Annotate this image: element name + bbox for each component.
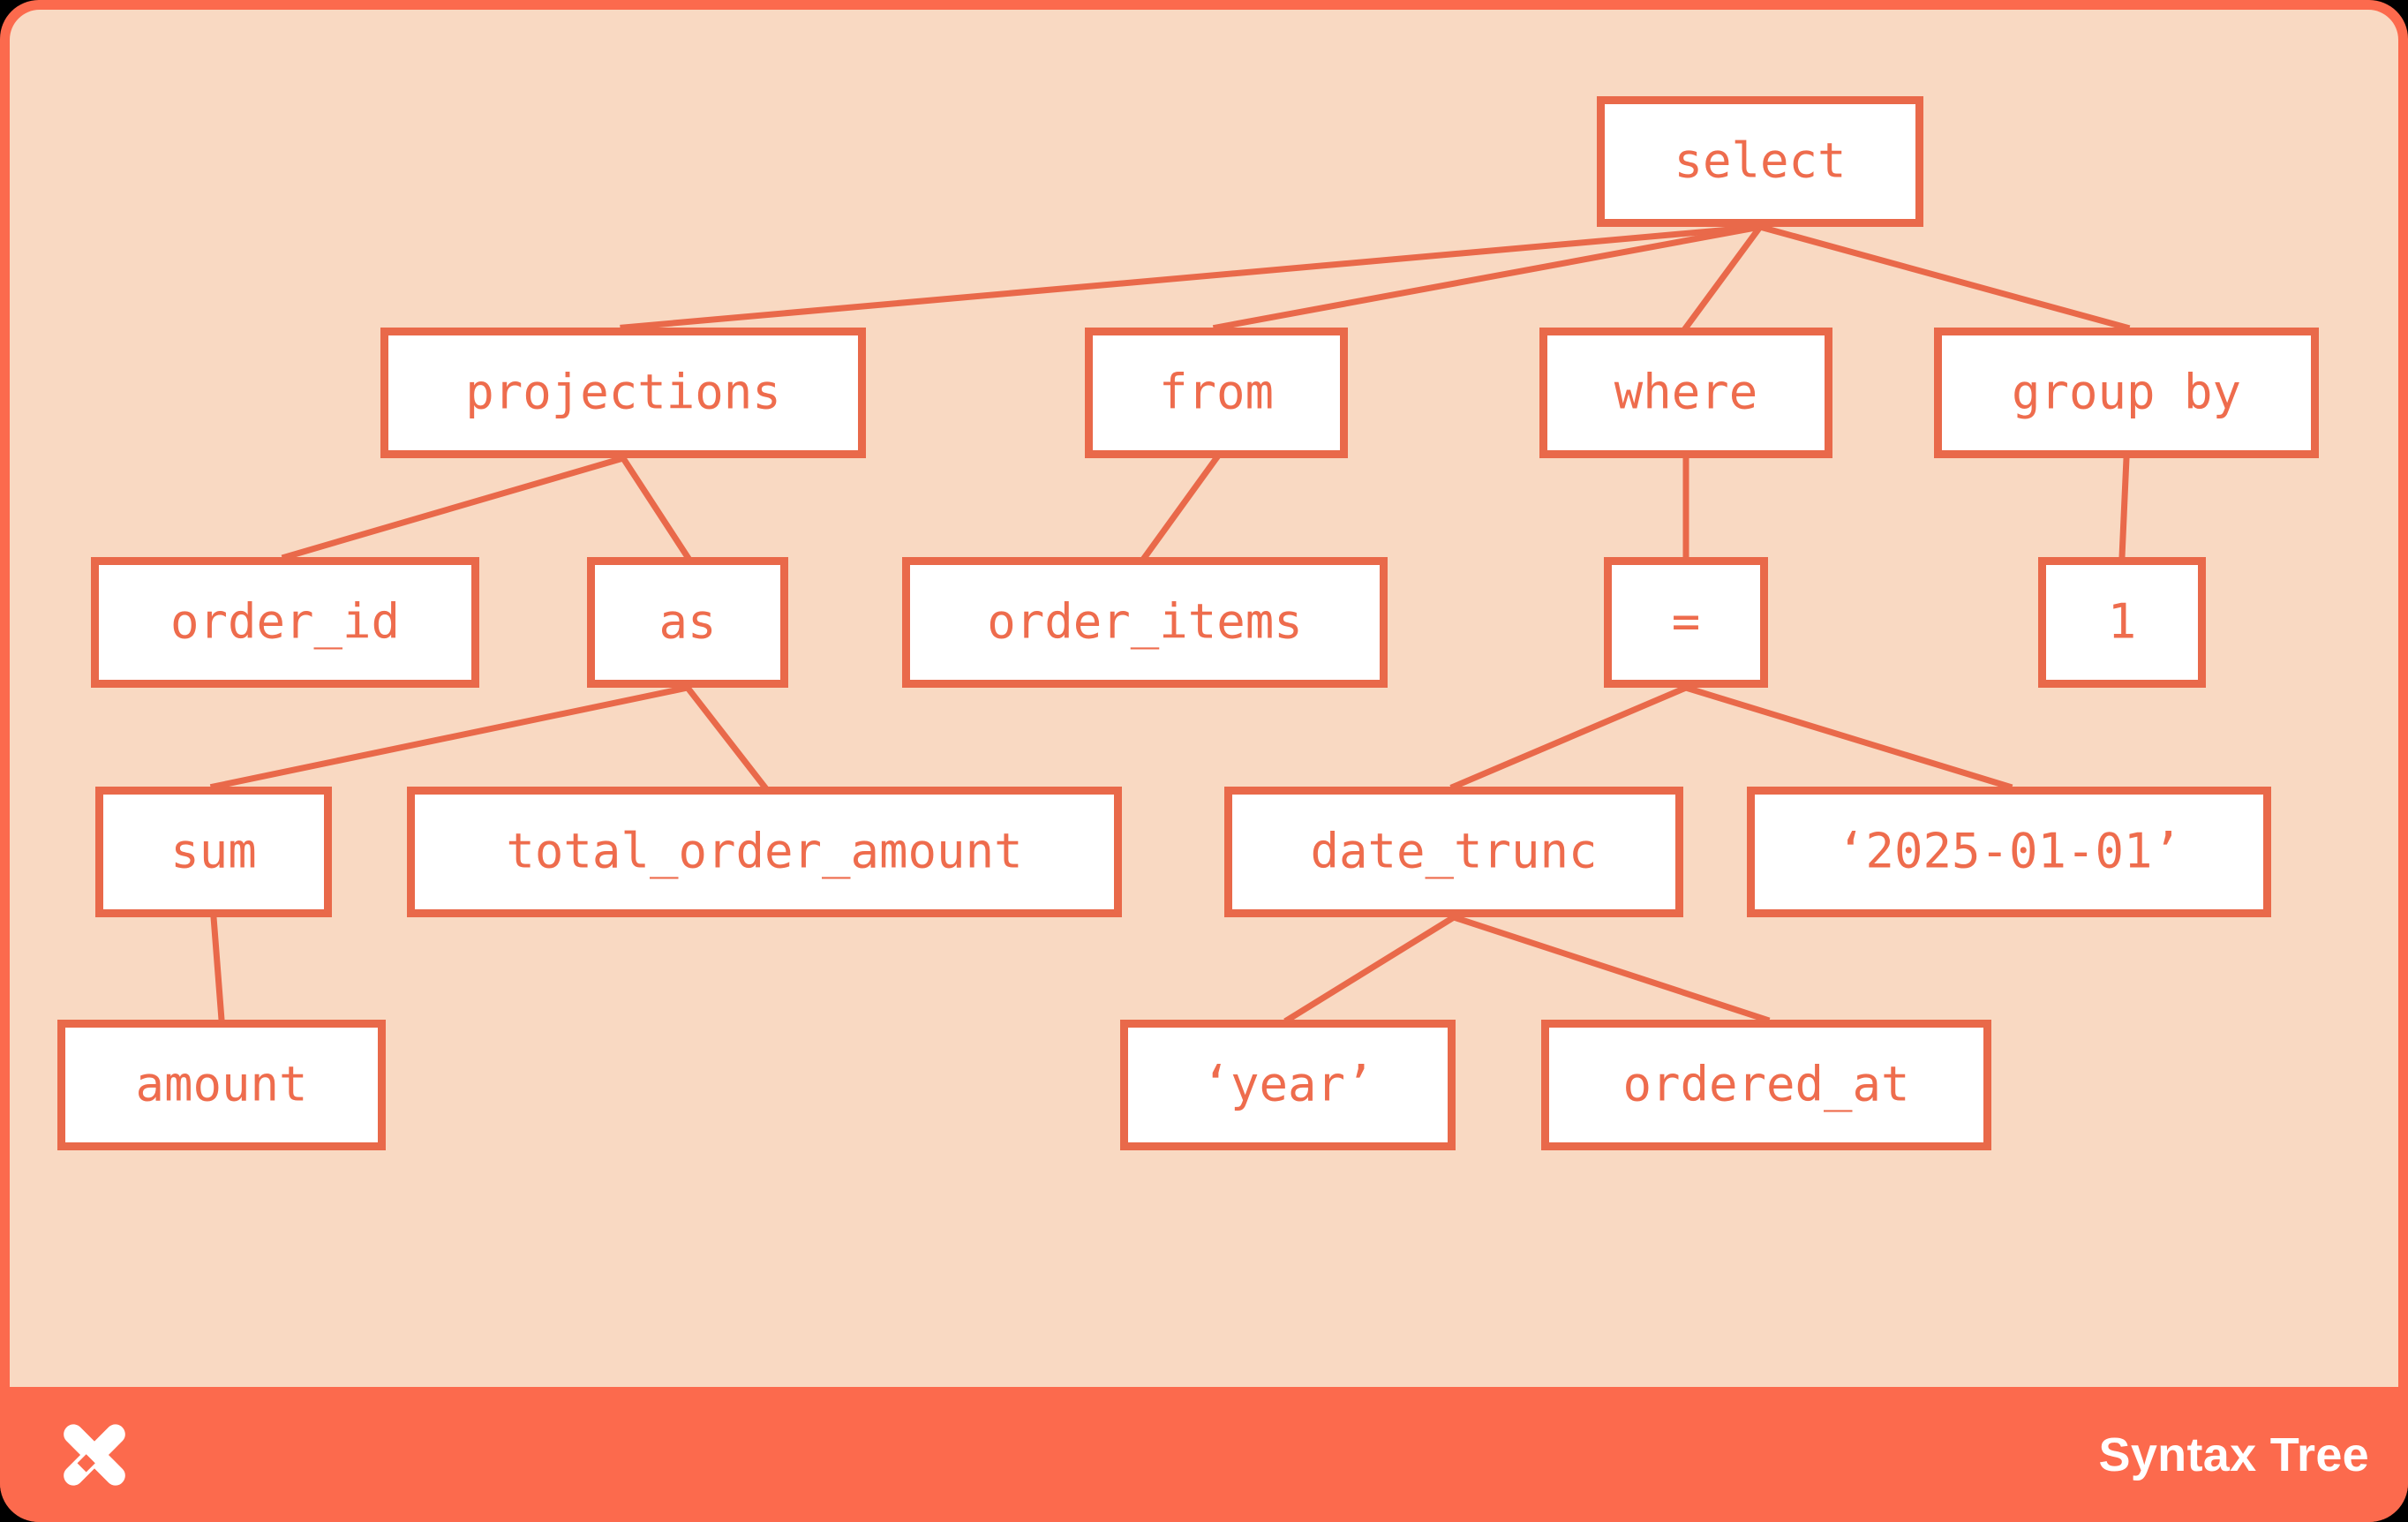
node-label: order_items bbox=[987, 594, 1303, 650]
node-box bbox=[1120, 1020, 1456, 1150]
tree-edge bbox=[1140, 454, 1221, 561]
tree-node-amount[interactable]: amount bbox=[57, 1020, 386, 1150]
tree-edge bbox=[620, 223, 1764, 331]
footer-bar: Syntax Tree bbox=[0, 1387, 2408, 1522]
tree-edge bbox=[281, 454, 628, 561]
node-label: sum bbox=[170, 824, 257, 879]
node-box bbox=[1747, 787, 2271, 917]
node-box bbox=[1224, 787, 1683, 917]
tree-edge bbox=[1449, 913, 1771, 1024]
tree-edge bbox=[1682, 222, 1765, 332]
node-box bbox=[1541, 1020, 1991, 1150]
node-box bbox=[587, 557, 788, 688]
node-box bbox=[91, 557, 479, 688]
node-label: ordered_at bbox=[1622, 1057, 1909, 1112]
tree-edge bbox=[1449, 683, 1690, 791]
node-box bbox=[380, 328, 866, 458]
footer-title: Syntax Tree bbox=[2098, 1428, 2369, 1481]
node-label: ‘2025-01-01’ bbox=[1837, 824, 2181, 879]
tree-edge bbox=[1682, 683, 2013, 791]
node-box bbox=[95, 787, 332, 917]
tree-node-total_order_amount[interactable]: total_order_amount bbox=[407, 787, 1122, 917]
diagram-canvas: select projections from where group by order_… bbox=[10, 10, 2398, 1387]
node-box bbox=[1539, 328, 1832, 458]
node-box bbox=[407, 787, 1122, 917]
tree-node-ordered_at[interactable]: ordered_at bbox=[1541, 1020, 1991, 1150]
tree-node-sum[interactable]: sum bbox=[95, 787, 332, 917]
tree-node-projections[interactable]: projections bbox=[380, 328, 866, 458]
node-box bbox=[2038, 557, 2206, 688]
node-label: ‘year’ bbox=[1201, 1057, 1373, 1112]
tree-edge bbox=[2118, 455, 2130, 561]
tree-node-order_items[interactable]: order_items bbox=[902, 557, 1388, 688]
node-box bbox=[902, 557, 1388, 688]
tree-node-one[interactable]: 1 bbox=[2038, 557, 2206, 688]
node-box bbox=[1934, 328, 2319, 458]
node-label: projections bbox=[465, 365, 781, 420]
node-box bbox=[57, 1020, 386, 1150]
node-label: where bbox=[1614, 365, 1758, 420]
tree-edge bbox=[619, 454, 692, 561]
node-label: date_trunc bbox=[1310, 824, 1597, 879]
node-label: order_id bbox=[170, 594, 400, 650]
tree-node-date_trunc[interactable]: date_trunc bbox=[1224, 787, 1683, 917]
node-label: as bbox=[658, 594, 716, 650]
tree-node-date_literal[interactable]: ‘2025-01-01’ bbox=[1747, 787, 2271, 917]
tree-node-order_id[interactable]: order_id bbox=[91, 557, 479, 688]
tree-node-eq[interactable]: = bbox=[1604, 557, 1768, 688]
tree-node-year_literal[interactable]: ‘year’ bbox=[1120, 1020, 1456, 1150]
tree-node-from[interactable]: from bbox=[1085, 328, 1348, 458]
tree-edge bbox=[209, 683, 692, 791]
node-label: select bbox=[1674, 133, 1846, 189]
tree-nodes: select projections from where group by order_… bbox=[57, 96, 2319, 1150]
node-box bbox=[1597, 96, 1923, 227]
node-label: total_order_amount bbox=[506, 824, 1022, 879]
node-label: amount bbox=[135, 1057, 307, 1112]
tree-node-as[interactable]: as bbox=[587, 557, 788, 688]
tree-edges bbox=[209, 222, 2131, 1024]
tree-node-select[interactable]: select bbox=[1597, 96, 1923, 227]
syntax-tree-graph: select projections from where group by order_… bbox=[57, 96, 2319, 1150]
tree-edge bbox=[1212, 222, 1765, 332]
node-label: from bbox=[1159, 365, 1274, 420]
tree-edge bbox=[1283, 913, 1458, 1024]
tree-edge bbox=[683, 683, 769, 791]
node-box bbox=[1085, 328, 1348, 458]
node-label: 1 bbox=[2108, 594, 2137, 650]
tree-edge bbox=[210, 914, 225, 1023]
node-box bbox=[1604, 557, 1768, 688]
tree-edge bbox=[1756, 222, 2131, 332]
node-label: group by bbox=[2012, 365, 2241, 420]
tree-node-where[interactable]: where bbox=[1539, 328, 1832, 458]
x-star-logo bbox=[64, 1423, 125, 1486]
node-label: = bbox=[1672, 594, 1701, 650]
tree-node-group_by[interactable]: group by bbox=[1934, 328, 2319, 458]
